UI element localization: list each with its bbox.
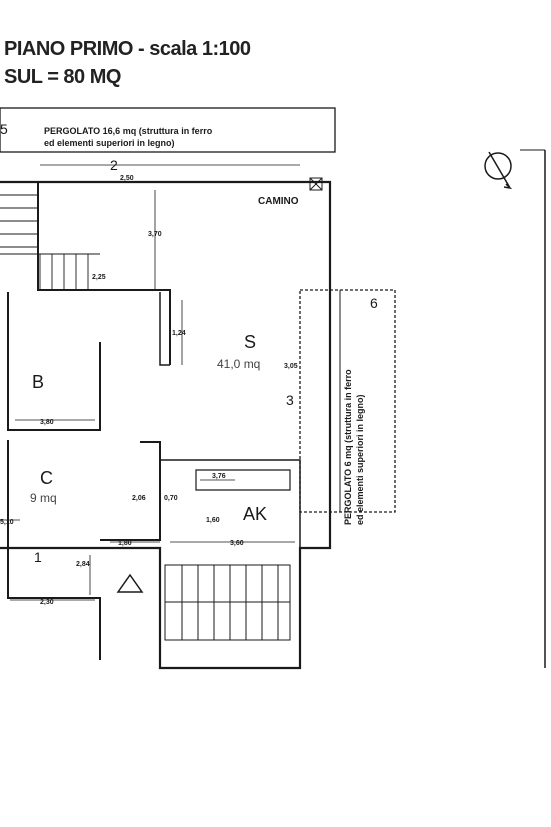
- dim-2-25: 2,25: [92, 274, 106, 281]
- room-c-name: C: [40, 468, 53, 488]
- room-s-name: S: [244, 332, 256, 352]
- c-wall: [7, 440, 101, 660]
- dim-2-84: 2,84: [76, 561, 90, 568]
- partition-s: [159, 292, 170, 366]
- dim-1-60: 1,60: [206, 517, 220, 524]
- room-s-area: 41,0 mq: [217, 357, 260, 371]
- stair-left: [0, 194, 100, 290]
- ak-counter: [195, 469, 291, 491]
- camino-cross-2: [309, 177, 323, 191]
- dim-5-10: 5,10: [0, 519, 14, 526]
- marker-5: 5: [0, 121, 8, 137]
- dim-3-70: 3,70: [148, 231, 162, 238]
- marker-3: 3: [286, 392, 294, 408]
- dim-0-70: 0,70: [164, 495, 178, 502]
- pergola-top-label: PERGOLATO 16,6 mq (struttura in ferro: [44, 126, 213, 136]
- dim-2-30: 2,30: [40, 599, 54, 606]
- plan-title: PIANO PRIMO - scala 1:100: [4, 38, 251, 60]
- pergola-side-frame: [299, 289, 396, 513]
- dim-3-60: 3,60: [230, 540, 244, 547]
- pergola-side-label: PERGOLATO 6 mq (struttura in ferro: [343, 369, 353, 525]
- marker-6: 6: [370, 295, 378, 311]
- dimension-lines: [0, 164, 300, 601]
- dim-2-06: 2,06: [132, 495, 146, 502]
- dim-3-80: 3,80: [40, 419, 54, 426]
- bath-wall: [7, 292, 101, 431]
- pergola-top-frame: [0, 107, 336, 153]
- dim-3-05: 3,05: [284, 363, 298, 370]
- dim-2-50: 2,50: [120, 175, 134, 182]
- camino-icon: [309, 177, 323, 191]
- marker-2: 2: [110, 157, 118, 173]
- room-ak-name: AK: [243, 504, 267, 524]
- room-b-name: B: [32, 372, 44, 392]
- room-c-area: 9 mq: [30, 491, 57, 505]
- outer-wall: [0, 180, 332, 670]
- entrance-triangle-icon: [116, 573, 144, 593]
- dim-1-80: 1,80: [118, 540, 132, 547]
- corridor-wall: [100, 441, 161, 541]
- pergola-top-label-2: ed elementi superiori in legno): [44, 138, 175, 148]
- camino-label: CAMINO: [258, 196, 299, 207]
- pergola-side-label-2: ed elementi superiori in legno): [355, 394, 365, 525]
- dim-3-76: 3,76: [212, 473, 226, 480]
- marker-1: 1: [34, 549, 42, 565]
- ak-wall: [160, 459, 301, 548]
- stair-bottom: [164, 564, 291, 641]
- pergola-side-label-group: PERGOLATO 6 mq (struttura in ferro ed el…: [343, 369, 365, 525]
- plan-area-label: SUL = 80 MQ: [4, 66, 121, 88]
- stair-wall: [37, 182, 171, 365]
- north-arrow-icon: [484, 151, 513, 190]
- dim-1-24: 1,24: [172, 330, 186, 337]
